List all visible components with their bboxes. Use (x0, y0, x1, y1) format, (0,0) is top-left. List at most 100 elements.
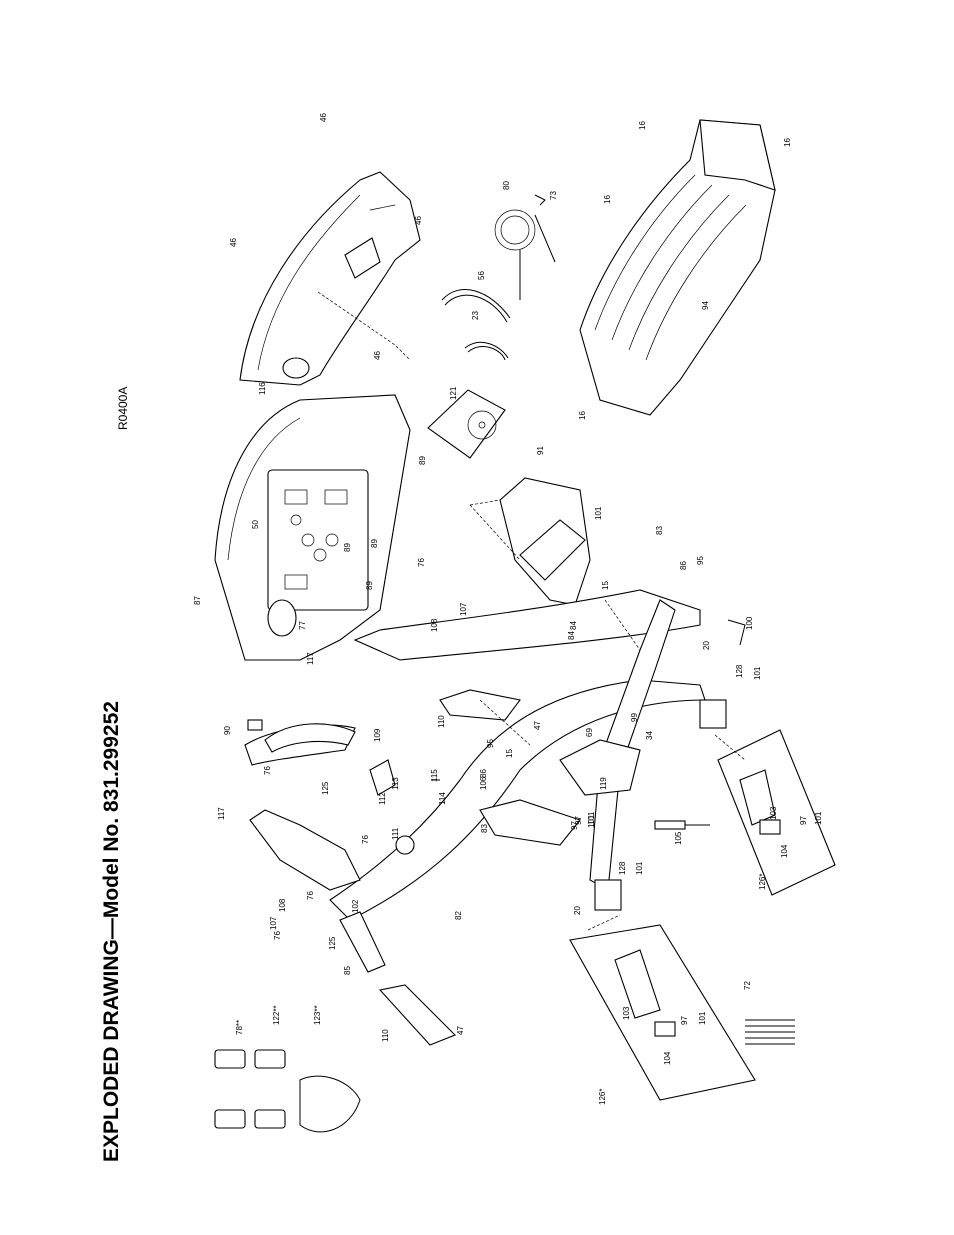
callout-76: 76 (306, 891, 315, 900)
callout-109: 109 (373, 728, 382, 742)
callout-16: 16 (578, 411, 587, 420)
callout-97: 97 (680, 1016, 689, 1025)
callout-77: 77 (298, 621, 307, 630)
callout-128: 128 (735, 664, 744, 678)
shock (654, 619, 746, 830)
callout-15: 15 (601, 581, 610, 590)
callout-83: 83 (655, 526, 664, 535)
callout-16: 16 (603, 195, 612, 204)
callout-86: 86 (479, 769, 488, 778)
callout-101: 101 (587, 814, 596, 828)
callout-76: 76 (263, 766, 272, 775)
callout-46: 46 (414, 216, 423, 225)
inset-box-left (569, 924, 756, 1101)
callout-99: 99 (630, 713, 639, 722)
cd-case (427, 389, 506, 459)
callout-111: 111 (391, 827, 400, 840)
accessories (214, 1019, 795, 1133)
callout-100: 100 (745, 616, 754, 630)
callout-103: 103 (622, 1006, 631, 1020)
callout-76: 76 (273, 931, 282, 940)
callout-116: 116 (258, 382, 267, 395)
callout-76: 76 (417, 558, 426, 567)
callout-46: 46 (373, 351, 382, 360)
callout-126star: 126* (758, 874, 767, 890)
motor-hood (239, 171, 421, 386)
callout-102: 102 (351, 899, 360, 913)
callout-108: 108 (278, 898, 287, 912)
callout-95: 95 (486, 739, 495, 748)
callout-23: 23 (471, 311, 480, 320)
callout-101: 101 (698, 1011, 707, 1025)
callout-101: 101 (814, 811, 823, 825)
callout-83: 83 (480, 824, 489, 833)
callout-95: 95 (696, 556, 705, 565)
callout-34: 34 (645, 731, 654, 740)
leader-lines (317, 291, 746, 931)
callout-125: 125 (321, 781, 330, 795)
callout-101: 101 (635, 861, 644, 875)
callout-110: 110 (381, 1029, 390, 1042)
callout-94: 94 (701, 301, 710, 310)
callout-84: 84 (567, 631, 576, 640)
callout-97: 97 (574, 816, 583, 825)
drawing-code: R0400A (116, 387, 130, 430)
hood-cover (579, 119, 776, 416)
callout-107: 107 (269, 916, 278, 930)
callout-84: 84 (569, 621, 578, 630)
callout-97: 97 (799, 816, 808, 825)
inset-box-right (717, 729, 836, 896)
callout-115: 115 (430, 769, 439, 782)
callout-104: 104 (780, 844, 789, 858)
callout-80: 80 (502, 181, 511, 190)
side-shield (469, 477, 591, 606)
callout-86: 86 (679, 561, 688, 570)
callout-101: 101 (753, 666, 762, 680)
callout-15: 15 (505, 749, 514, 758)
left-upright (244, 724, 456, 1046)
callout-125: 125 (328, 936, 337, 950)
callout-16: 16 (783, 138, 792, 147)
callout-105: 105 (674, 831, 683, 845)
callout-46: 46 (319, 113, 328, 122)
callout-89: 89 (418, 456, 427, 465)
callout-46: 46 (229, 238, 238, 247)
callout-107: 107 (459, 602, 468, 616)
callout-89: 89 (370, 539, 379, 548)
callout-110: 110 (437, 715, 446, 728)
callout-106: 106 (479, 776, 488, 790)
callout-85: 85 (343, 966, 352, 975)
callout-119: 119 (599, 777, 608, 790)
callout-123starstar: 123** (313, 1005, 322, 1025)
callout-20: 20 (573, 906, 582, 915)
callout-101: 101 (594, 506, 603, 520)
callout-56: 56 (477, 271, 486, 280)
callout-113: 113 (391, 777, 400, 790)
callout-103: 103 (769, 806, 778, 820)
callout-97: 97 (570, 821, 579, 830)
callout-114: 114 (438, 792, 447, 805)
callout-50: 50 (251, 520, 260, 529)
cover-90 (247, 719, 356, 753)
callout-69: 69 (585, 728, 594, 737)
callout-117: 117 (217, 807, 226, 820)
callout-122starstar: 122** (272, 1005, 281, 1025)
callout-112: 112 (378, 792, 387, 805)
callout-101: 101 (587, 811, 596, 825)
drawing-title: EXPLODED DRAWING—Model No. 831.299252 (100, 701, 123, 1162)
callout-73: 73 (549, 191, 558, 200)
callout-labels: 4646464611689898989508777767611711710710… (193, 113, 823, 1105)
console (214, 394, 411, 661)
callout-89: 89 (343, 543, 352, 552)
callout-117: 117 (306, 652, 315, 665)
callout-126star: 126* (598, 1089, 607, 1105)
callout-47: 47 (456, 1026, 465, 1035)
callout-16: 16 (638, 121, 647, 130)
callout-89: 89 (365, 581, 374, 590)
wires (441, 194, 556, 361)
callout-82: 82 (454, 911, 463, 920)
callout-128: 128 (618, 861, 627, 875)
callout-91: 91 (536, 446, 545, 455)
frame (329, 589, 727, 921)
